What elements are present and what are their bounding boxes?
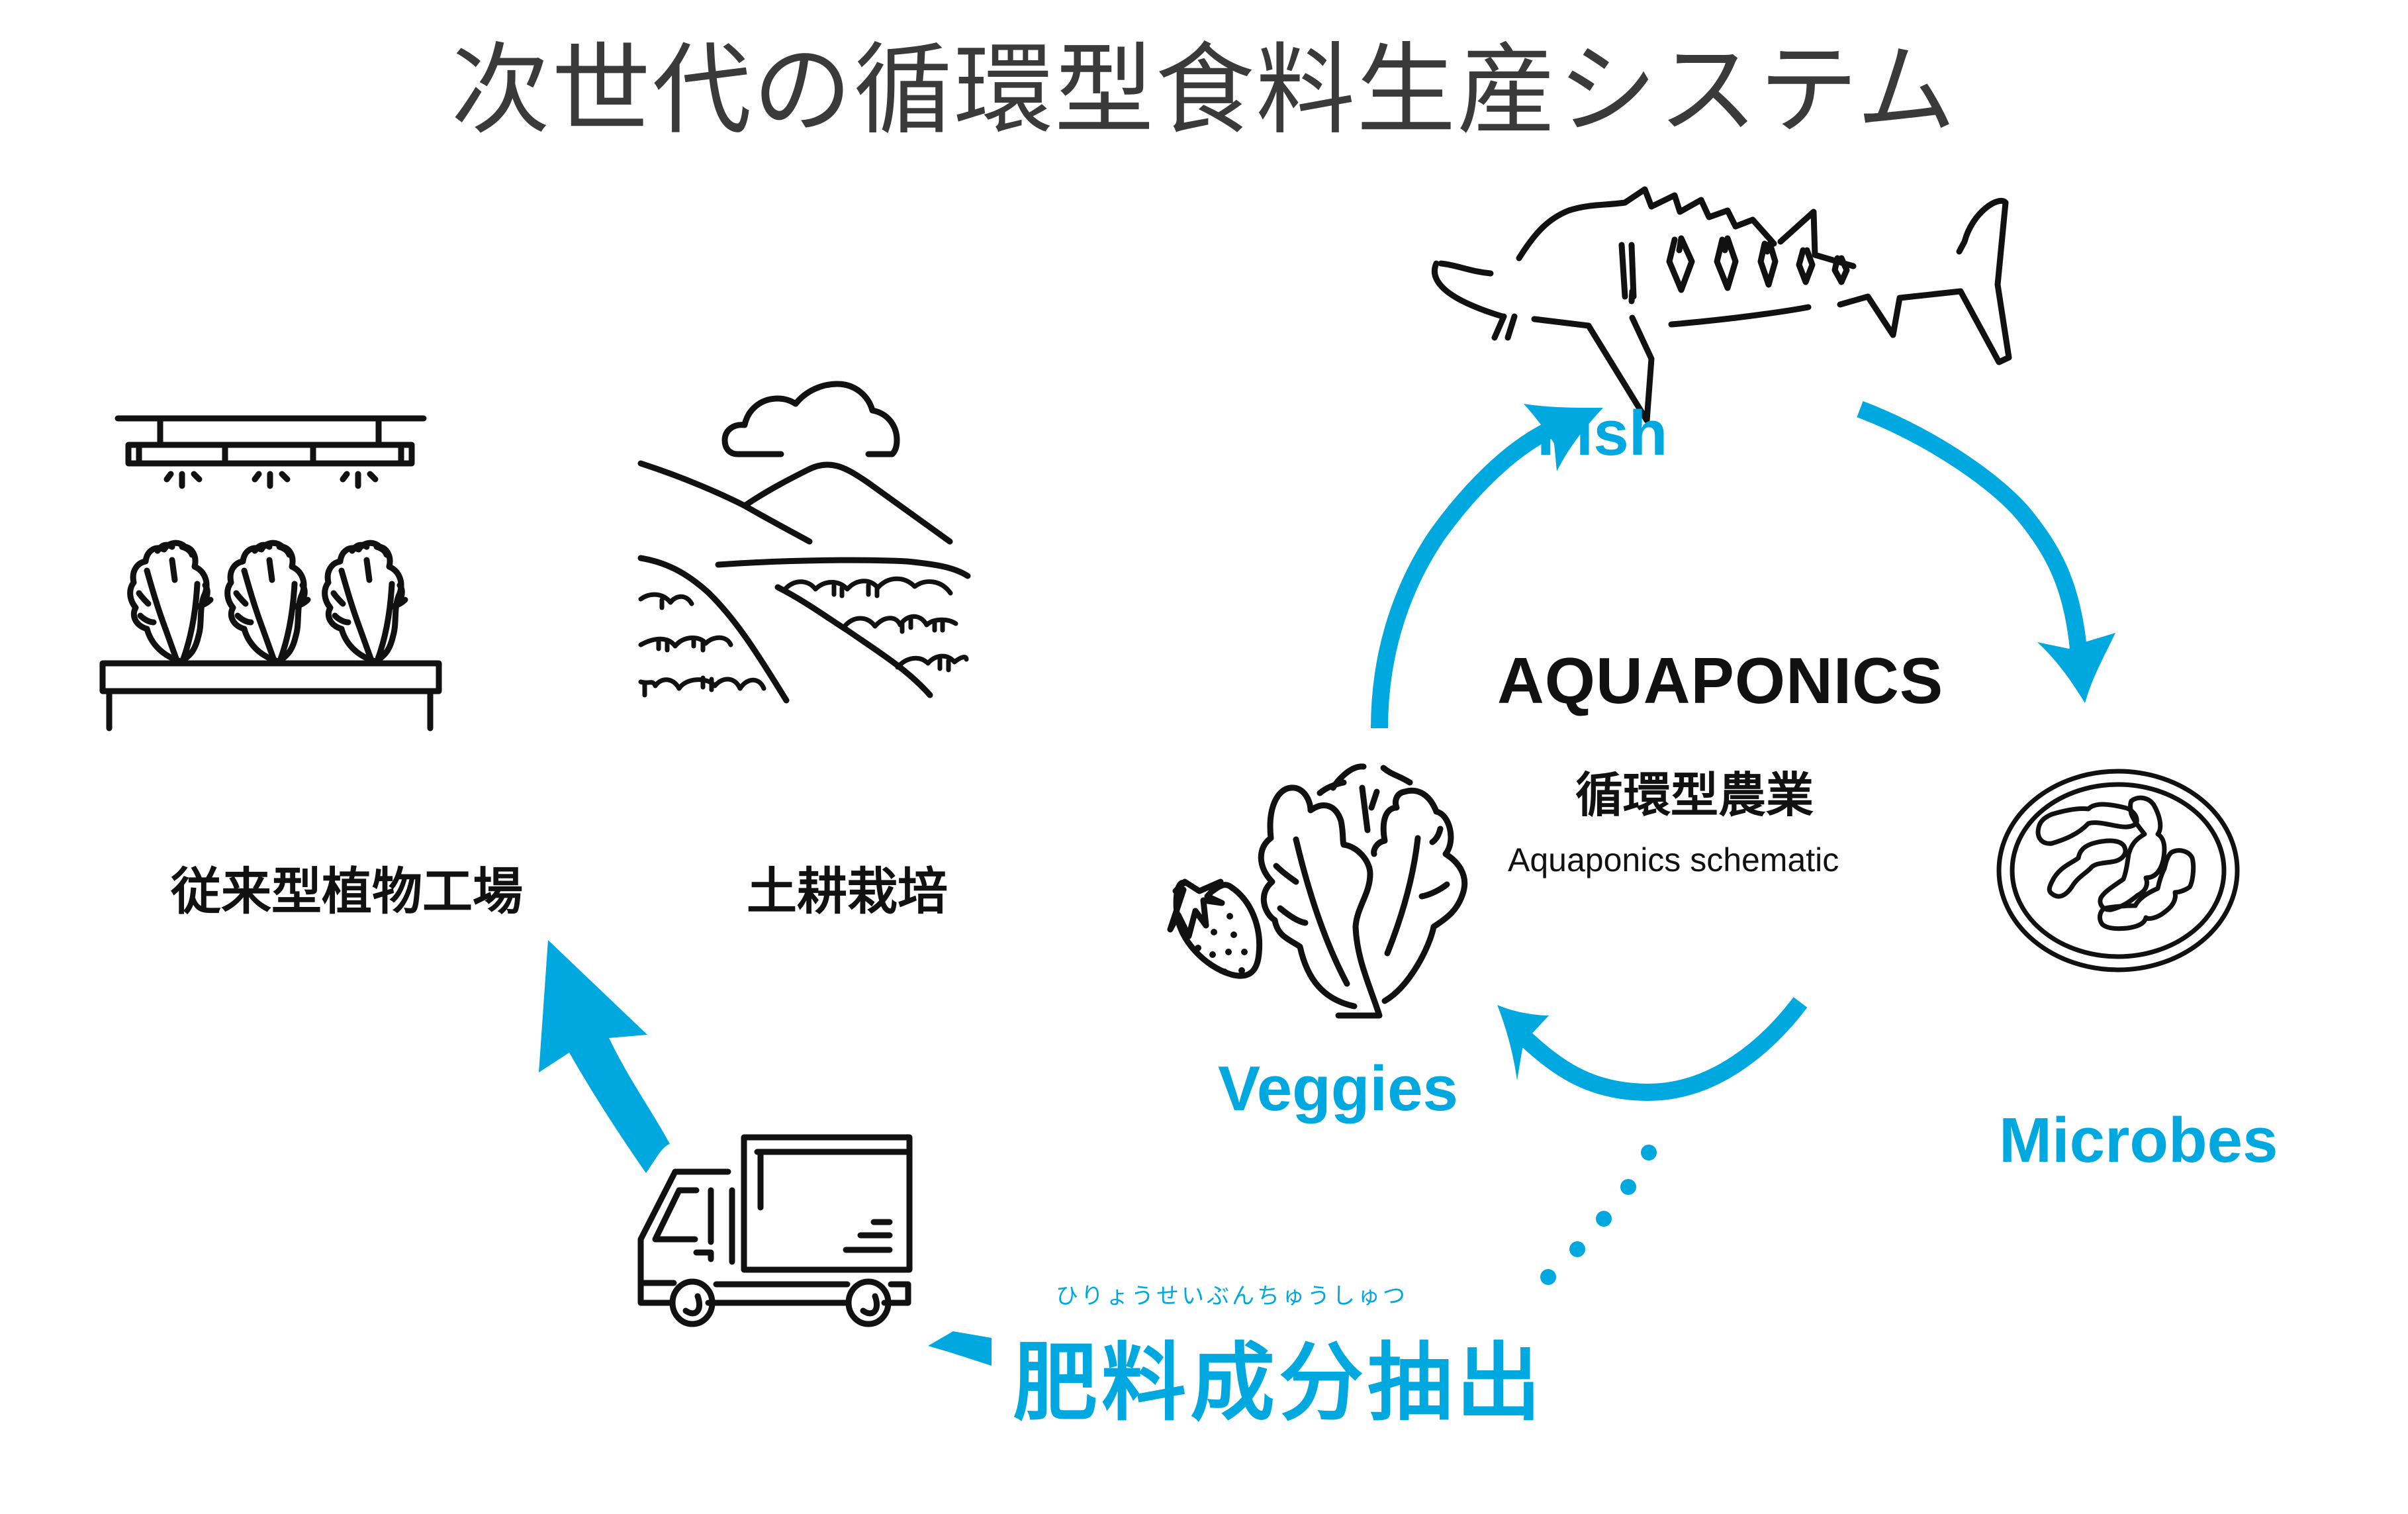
extraction-connector-stub: [928, 1331, 992, 1366]
plant-factory-icon: [99, 415, 442, 732]
microbes-label: Microbes: [1999, 1105, 2278, 1176]
delivery-truck-icon: [637, 1134, 913, 1327]
dotted-connector: [1540, 1145, 1657, 1285]
diagram-title: 次世代の循環型食料生産システム: [451, 33, 1957, 148]
petri-dish-bacteria-icon: [1996, 769, 2240, 972]
sturgeon-fish-icon: [1431, 186, 2012, 424]
soil-farming-landscape-icon: [637, 381, 971, 704]
fish-label: Fish: [1537, 398, 1668, 469]
aquaponics-caption: Aquaponics schematic: [1508, 841, 1839, 878]
arrow-fish-to-microbes: [1857, 401, 2115, 703]
arrow-microbes-to-veggies: [1497, 997, 1808, 1102]
aquaponics-title: AQUAPONICS: [1497, 644, 1944, 717]
arrow-veggies-to-fish: [1371, 404, 1603, 729]
soil-farming-label: 土耕栽培: [747, 862, 948, 921]
veggies-label: Veggies: [1218, 1053, 1458, 1124]
extraction-furigana: ひりょうせいぶんちゅうしゅつ: [1056, 1283, 1408, 1309]
fertilizer-extraction-label: 肥料成分抽出: [1013, 1334, 1546, 1433]
lettuce-strawberry-icon: [1167, 763, 1468, 1019]
return-arrow-to-left-icon: [539, 940, 670, 1173]
plant-factory-label: 従来型植物工場: [171, 862, 523, 921]
aquaponics-subtitle: 循環型農業: [1575, 767, 1814, 823]
